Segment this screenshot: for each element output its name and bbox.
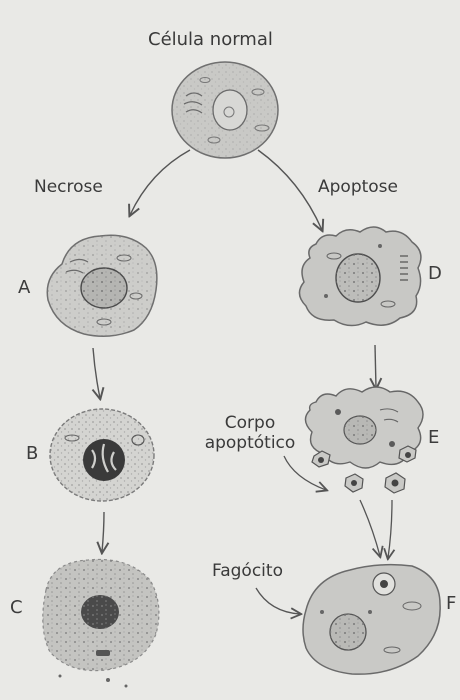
label-b: B [26,444,38,465]
apoptotic-body-label: Corpo apoptótico [204,414,296,453]
label-c: C [10,598,23,619]
label-a: A [18,278,30,299]
arrow-a-to-b [93,348,100,398]
arrow-to-apoptosis [258,150,322,230]
phagocyte-cell-f [303,565,440,675]
apoptotic-body-label-line1: Corpo [204,414,296,434]
arrow-to-necrosis [130,150,190,215]
label-f: F [446,594,456,615]
label-d: D [428,264,442,285]
arrow-b-to-c [102,512,104,552]
diagram-title: Célula normal [148,30,273,51]
normal-cell [172,62,278,158]
necrotic-cell-a [47,235,157,336]
apoptotic-body [312,451,330,467]
necrotic-cell-c [43,559,159,687]
arrow-bodies-to-phagocyte-2 [388,500,392,558]
arrow-fagocito [256,588,300,614]
phagocyte-label: Fagócito [212,562,283,582]
apoptosis-label: Apoptose [318,178,398,198]
label-e: E [428,428,439,449]
apoptotic-body-label-line2: apoptótico [204,434,296,454]
apoptotic-body [385,473,405,493]
necrotic-cell-b [50,409,154,501]
arrow-bodies-to-phagocyte-1 [360,500,380,556]
apoptotic-cell-d [299,227,420,326]
necrosis-label: Necrose [34,178,103,198]
arrow-d-to-e [375,345,376,388]
normal-cell-nucleus [213,90,247,130]
apoptotic-body [345,474,363,492]
